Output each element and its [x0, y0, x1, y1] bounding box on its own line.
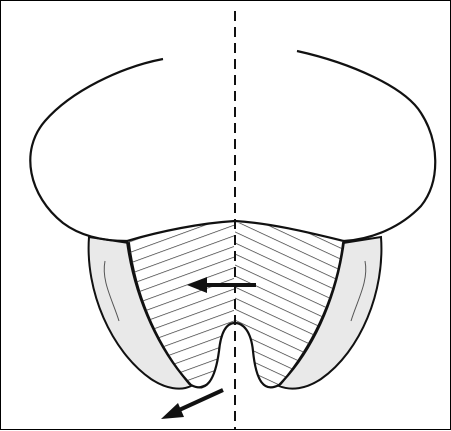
- upper-mass-outline: [30, 51, 435, 241]
- lower-left-arrow-icon: [161, 390, 223, 419]
